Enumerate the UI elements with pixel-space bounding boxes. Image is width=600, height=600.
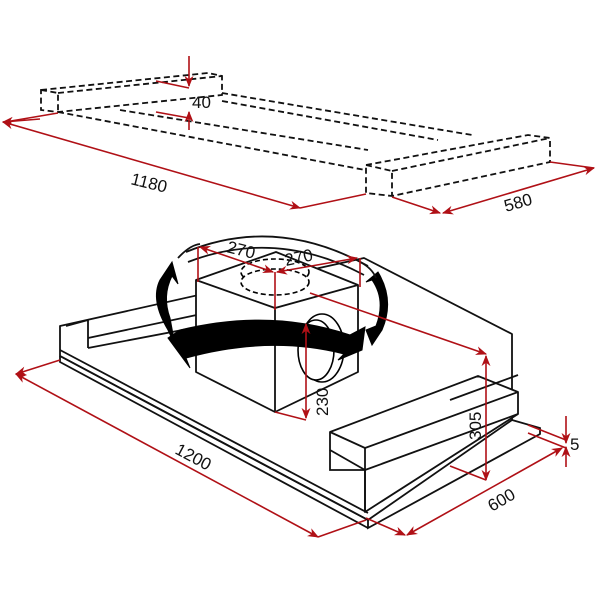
dimension-height-40: 40 bbox=[155, 56, 211, 130]
dimension-lip-5: 5 bbox=[527, 416, 579, 467]
dim-label-40: 40 bbox=[192, 93, 211, 112]
dim-label-1180: 1180 bbox=[129, 169, 169, 196]
dim-label-5: 5 bbox=[570, 435, 579, 454]
airflow-arrow-left bbox=[155, 260, 179, 346]
dimension-depth-580: 580 bbox=[391, 161, 596, 216]
mounting-frame bbox=[40, 72, 551, 197]
airflow-arrow-right bbox=[365, 271, 389, 347]
dim-label-230: 230 bbox=[313, 388, 332, 416]
airflow-arrow-main bbox=[167, 319, 366, 369]
dim-label-305: 305 bbox=[466, 412, 485, 440]
dim-label-270-left: 270 bbox=[225, 237, 257, 262]
